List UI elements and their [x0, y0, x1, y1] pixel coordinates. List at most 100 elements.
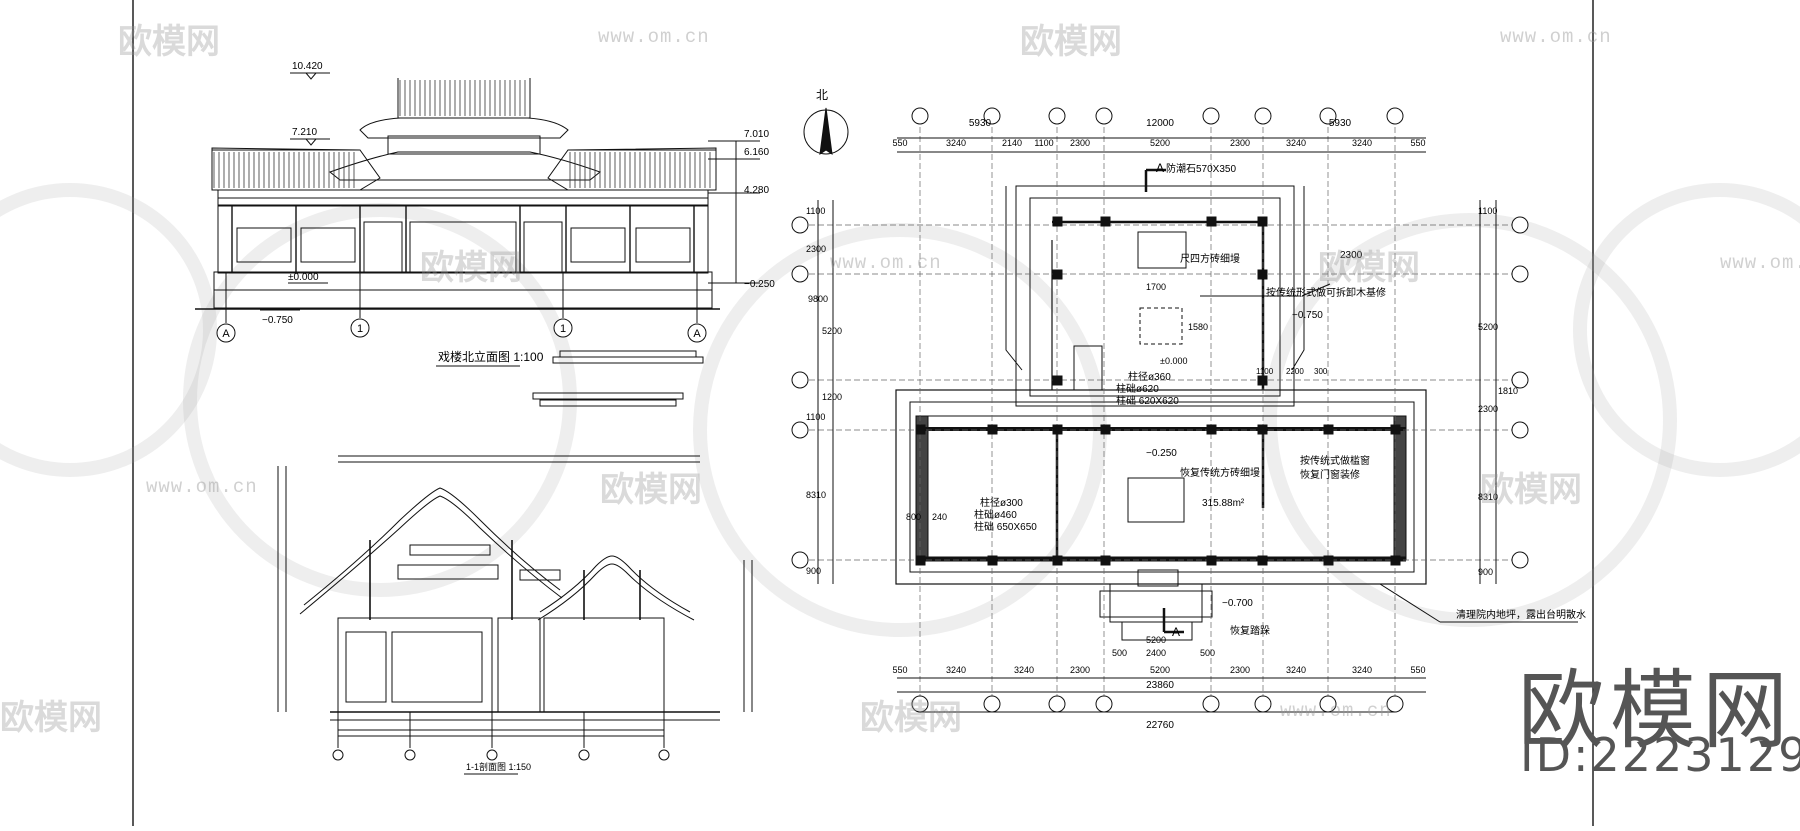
bottom-dim-3240-d: 3240 [1352, 665, 1372, 675]
left-dim-9800: 9800 [808, 294, 828, 304]
note-level-3: −0.700 [1222, 598, 1253, 609]
note-dim-1700: 1700 [1146, 282, 1166, 292]
bottom-dim-3240-a: 3240 [946, 665, 966, 675]
stair-dim-500-left: 500 [1112, 648, 1127, 658]
note-repair-1: 按传统式做槛窗 [1300, 454, 1370, 467]
elevation-roof-tiles [213, 80, 711, 188]
note-column-4: 柱径ø300 [980, 496, 1023, 509]
watermark-circles [0, 183, 1800, 637]
note-level-2: −0.250 [1146, 448, 1177, 459]
right-dim-8310: 8310 [1478, 492, 1498, 502]
top-dim-3240-b: 3240 [1286, 138, 1306, 148]
bottom-dim-23860: 23860 [1146, 680, 1174, 691]
watermark-url: www.om.cn [598, 26, 710, 48]
bottom-dim-5200: 5200 [1150, 665, 1170, 675]
left-dim-5200: 5200 [822, 326, 842, 336]
stair-dim-5200: 5200 [1146, 635, 1166, 645]
level-7010: 7.010 [744, 129, 769, 140]
watermark-logo: 欧模网 [600, 470, 702, 510]
level-7210: 7.210 [292, 127, 317, 138]
bottom-dim-550-right: 550 [1410, 665, 1425, 675]
top-dim-1100: 1100 [1034, 138, 1053, 148]
elev-bubble-a-left: A [222, 328, 230, 340]
bottom-dim-3240-b: 3240 [1014, 665, 1034, 675]
note-level-1: −0.750 [1292, 310, 1323, 321]
note-side-dim-240: 240 [932, 512, 947, 522]
top-dim-3240-c: 3240 [1352, 138, 1372, 148]
elevation-level-marks [260, 72, 760, 311]
section-title: 1-1剖面图 1:150 [466, 761, 531, 772]
watermark-url: www.om.cn [1280, 700, 1392, 722]
bottom-dim-2300-b: 2300 [1230, 665, 1250, 675]
top-dim-2140: 2140 [1002, 138, 1022, 148]
watermark-logo: 欧模网 [1480, 470, 1582, 510]
section-mark-bottom: A [1172, 625, 1180, 639]
watermark-url: www.om.cn [830, 252, 942, 274]
note-small-dim-2: 2200 [1286, 367, 1304, 376]
top-dim-5200: 5200 [1150, 138, 1170, 148]
top-dim-2300-a: 2300 [1070, 138, 1090, 148]
watermark-logo: 欧模网 [1318, 248, 1420, 288]
note-restore: 按传统形式做可拆卸木基修 [1266, 286, 1386, 299]
right-dim-1100: 1100 [1478, 206, 1497, 216]
level-0000: ±0.000 [288, 272, 319, 283]
level-6160: 6.160 [744, 147, 769, 158]
left-dim-900: 900 [806, 566, 821, 576]
note-area: 315.88m² [1202, 498, 1245, 509]
watermark-url: www.om.cn [1500, 26, 1612, 48]
level-10420: 10.420 [292, 61, 323, 72]
watermark-logo: 欧模网 [0, 698, 102, 738]
watermark-logo: 欧模网 [860, 698, 962, 738]
bottom-dim-3240-c: 3240 [1286, 665, 1306, 675]
note-small-dim-1: 1100 [1256, 367, 1274, 376]
note-brick-floor-1: 尺四方砖细墁 [1180, 252, 1240, 265]
section-drawing [277, 455, 753, 748]
bottom-dim-2300-a: 2300 [1070, 665, 1090, 675]
left-dim-8310: 8310 [806, 490, 826, 500]
top-dim-5930-right: 5930 [1329, 118, 1352, 129]
right-dim-2300b: 2300 [1478, 404, 1498, 414]
left-dim-1200: 1200 [822, 392, 842, 402]
bottom-dim-22760: 22760 [1146, 720, 1174, 731]
elevation-title: 戏楼北立面图 1:100 [438, 349, 544, 364]
note-drain: 清理院内地坪，露出台明散水 [1456, 608, 1586, 621]
right-dim-5200: 5200 [1478, 322, 1498, 332]
note-column-5: 柱础ø460 [974, 508, 1017, 521]
floor-plan [791, 107, 1578, 713]
section-mark-top: A [1156, 161, 1164, 175]
north-elevation [195, 78, 720, 407]
top-dim-3240-a: 3240 [946, 138, 966, 148]
note-level-0: ±0.000 [1160, 356, 1187, 366]
note-column-6: 柱础 650X650 [974, 520, 1037, 533]
brand-id: ID:2223129 [1520, 728, 1800, 782]
watermark-url: www.om.cn [146, 476, 258, 498]
elev-bubble-a-right: A [693, 328, 701, 340]
elevation-axis-bubbles [216, 273, 707, 343]
watermark-logo: 欧模网 [420, 248, 522, 288]
stair-dim-500-right: 500 [1200, 648, 1215, 658]
level-0250: −0.250 [744, 279, 775, 290]
right-dim-900: 900 [1478, 567, 1493, 577]
stair-dim-2400: 2400 [1146, 648, 1166, 658]
section-axis-bubbles [332, 749, 670, 761]
right-dim-1810: 1810 [1498, 386, 1518, 396]
top-dim-5930-left: 5930 [969, 118, 992, 129]
note-repair-2: 恢复门窗装修 [1300, 468, 1360, 481]
note-side-dim-800: 800 [906, 512, 921, 522]
note-anti-damp: 防潮石570X350 [1166, 162, 1236, 175]
left-dim-1100: 1100 [806, 206, 825, 216]
elev-bubble-1-right: 1 [560, 323, 566, 335]
note-column-1: 柱径ø360 [1128, 370, 1171, 383]
elev-bubble-1-left: 1 [357, 323, 363, 335]
watermark-logo: 欧模网 [1020, 22, 1122, 62]
note-dim-1580: 1580 [1188, 322, 1208, 332]
north-label: 北 [816, 88, 828, 102]
level-0750: −0.750 [262, 315, 293, 326]
watermark-url: www.om.cn [1720, 252, 1800, 274]
note-column-2: 柱础ø620 [1116, 382, 1159, 395]
right-dim-2300: 2300 [1340, 250, 1363, 261]
top-dim-550-right: 550 [1410, 138, 1425, 148]
note-small-dim-3: 300 [1314, 367, 1328, 376]
note-column-3: 柱础 620X620 [1116, 394, 1179, 407]
